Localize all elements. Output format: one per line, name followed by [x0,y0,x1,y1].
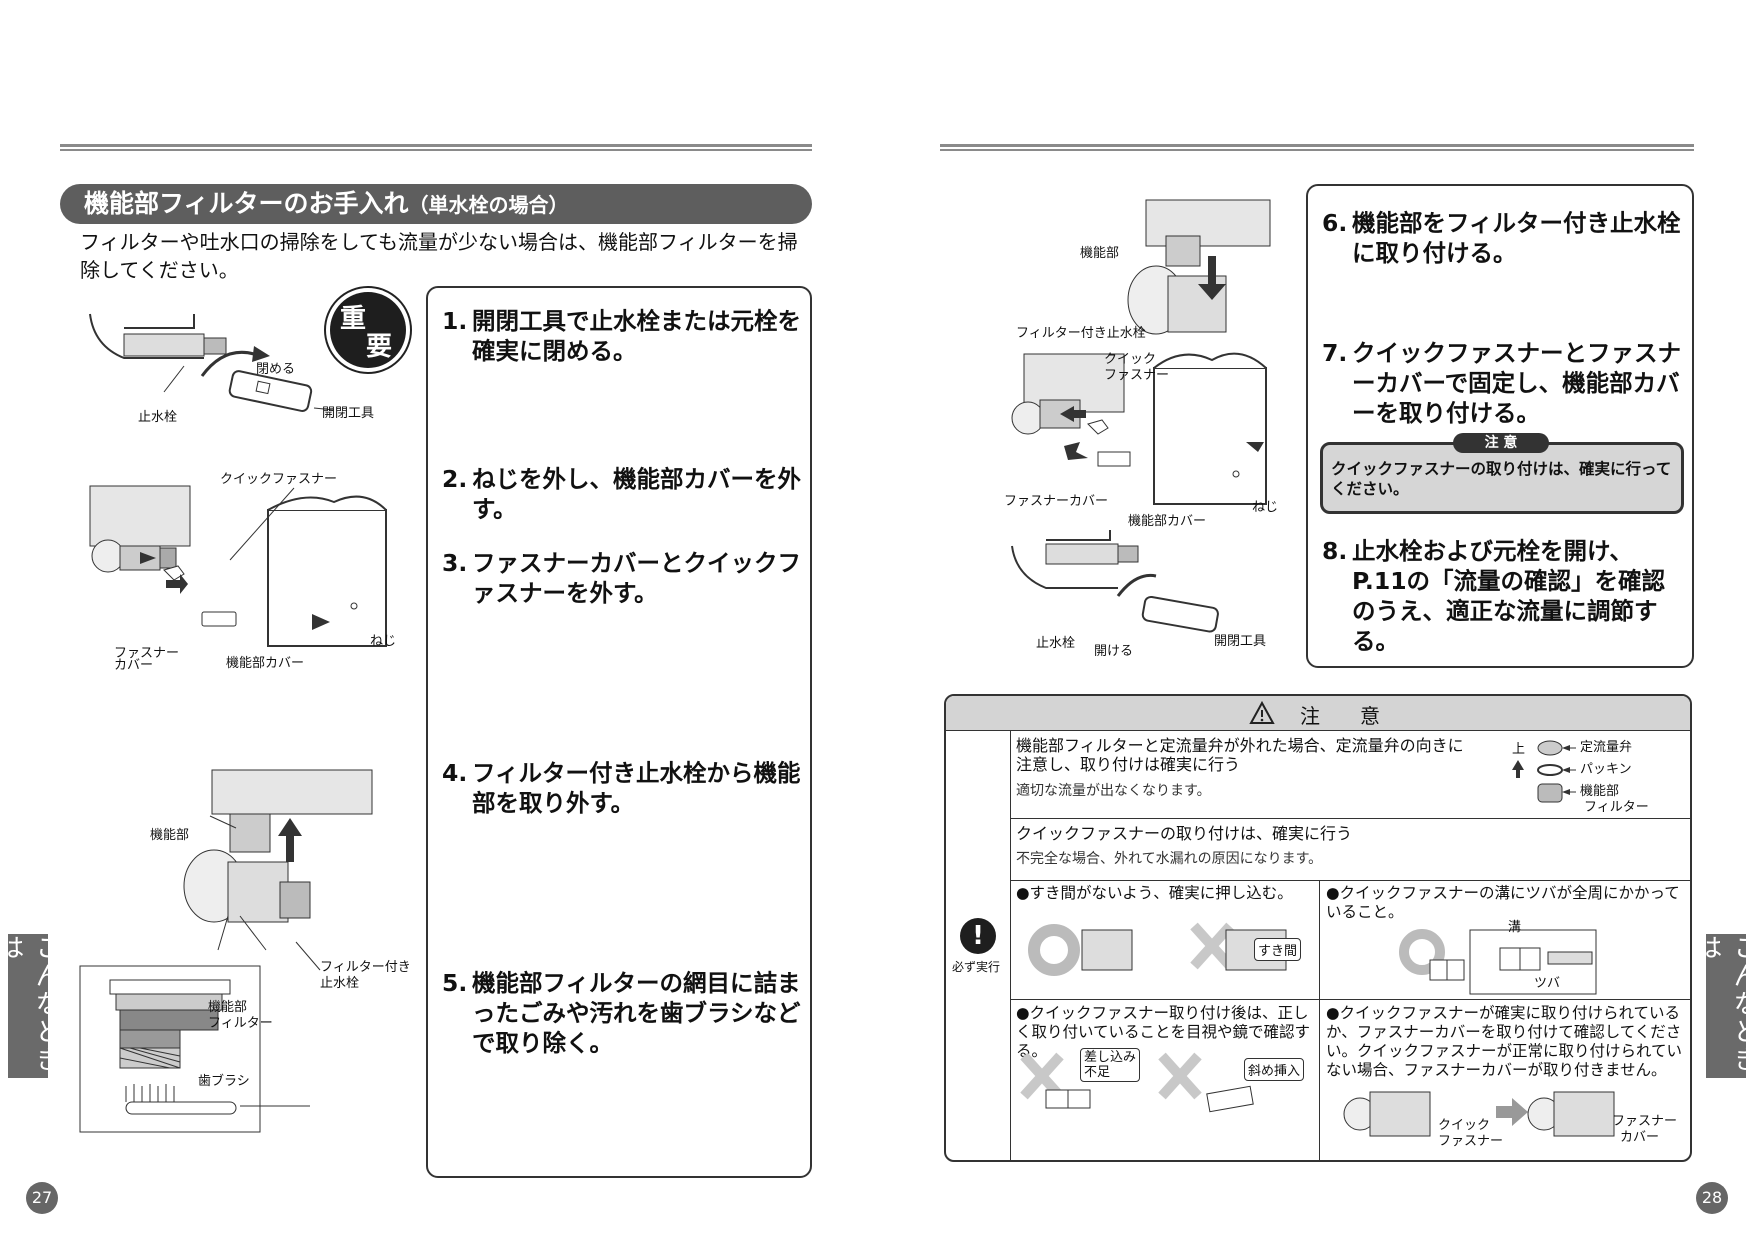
section-heading: 機能部フィルターのお手入れ（単水栓の場合） [60,184,812,224]
label-fastener-cover-2: カバー [114,658,154,673]
r-label-quick-fastener-1: クイック [1104,352,1157,367]
bullet-cell-3: ●クイックファスナー取り付け後は、正しく取り付いていることを目視や鏡で確認する。… [1010,1000,1320,1160]
r-label-tool: 開閉工具 [1214,634,1267,649]
top-rule-left [60,144,812,151]
r-label-filter-valve: フィルター付き止水栓 [1016,326,1146,341]
r-label-unit: 機能部 [1080,246,1120,261]
attach-unit-illustration [1011,199,1271,633]
label-tool: 開閉工具 [322,406,375,421]
insertion-check-illustration [1020,1052,1254,1113]
r-label-open: 開ける [1094,644,1134,659]
remove-unit-illustration [79,769,373,1133]
label-fastener-cover-1: ファスナー [114,646,180,661]
page-number-left: 27 [26,1182,58,1214]
r-label-unit-cover: 機能部カバー [1128,514,1207,529]
must-do-column: ! 必ず実行 [946,730,1011,1160]
r-label-fastener-cover: ファスナーカバー [1004,494,1109,509]
intro-text: フィルターや吐水口の掃除をしても流量が少ない場合は、機能部フィルターを掃除してく… [80,230,798,282]
bullet-cell-1: ●すき間がないよう、確実に押し込む。 すき間 [1010,880,1320,1000]
steps-box-left [426,286,812,1178]
label-insert-short: 差し込み 不足 [1080,1048,1141,1082]
label-stop-valve: 止水栓 [138,410,178,425]
important-badge: 重 要 [324,286,412,374]
note-title: 注 意 [1453,433,1549,453]
side-tab-left[interactable]: こんなときは [0,934,61,1078]
heading-title: 機能部フィルターのお手入れ [84,189,409,218]
r-label-quick-fastener-2: ファスナー [1104,368,1170,383]
step-4: 4.フィルター付き止水栓から機能部を取り外す。 [442,759,801,817]
flow-valve-parts-diagram [1512,740,1576,803]
label-screw: ねじ [370,634,397,649]
warning-icon [1249,700,1275,724]
remove-cover-illustration [89,485,387,647]
groove-flange-illustration [1399,929,1597,995]
label-unit-cover: 機能部カバー [226,656,305,671]
cover-check-illustration [1343,1091,1615,1137]
bullet-cell-2: ●クイックファスナーの溝にツバが全周にかかっていること。 溝 ツバ [1320,880,1690,1000]
caution-header: 注 意 [946,696,1690,731]
step-5: 5.機能部フィルターの網目に詰まったごみや汚れを歯ブラシなどで取り除く。 [442,969,801,1057]
label-unit-filter-2: フィルター [208,1016,273,1031]
page-number-right: 28 [1696,1182,1728,1214]
caution-title: 注 意 [1300,704,1380,728]
step-1: 1.開閉工具で止水栓または元栓を確実に閉める。 [442,307,801,365]
step-3: 3.ファスナーカバーとクイックファスナーを外す。 [442,549,801,607]
step-8: 8.止水栓および元栓を開け、P.11の「流量の確認」を確認のうえ、適正な流量に調… [1322,537,1666,655]
side-tab-right[interactable]: こんなときは [1692,934,1754,1078]
steps-box-right [1306,184,1694,668]
close-valve-illustration [89,313,335,412]
step-2: 2.ねじを外し、機能部カバーを外す。 [442,465,801,523]
label-unit-filter-1: 機能部 [208,1000,248,1015]
label-unit: 機能部 [150,828,190,843]
label-quick-fastener: クイックファスナー [220,472,338,487]
caution-table: 注 意 ! 必ず実行 機能部フィルターと定流量弁が外れた場合、定流量弁の向きに注… [944,694,1692,1162]
r-label-stop-valve: 止水栓 [1036,636,1076,651]
top-rule-right [940,144,1694,151]
caution-row-2: クイックファスナーの取り付けは、確実に行う 不完全な場合、外れて水漏れの原因にな… [1010,818,1690,881]
label-filter-valve-1: フィルター付き [320,960,411,975]
badge-char-2: 要 [366,332,393,362]
step-7: 7.クイックファスナーとファスナーカバーで固定し、機能部カバーを取り付ける。 [1322,339,1681,427]
label-toothbrush: 歯ブラシ [198,1074,250,1089]
label-filter-valve-2: 止水栓 [320,976,360,991]
badge-char-1: 重 [340,304,367,334]
bullet-cell-4: ●クイックファスナーが確実に取り付けられているか、ファスナーカバーを取り付けて確… [1320,1000,1690,1160]
must-do-label: 必ず実行 [952,960,1001,974]
heading-subtitle: （単水栓の場合） [408,193,569,217]
caution-row-1: 機能部フィルターと定流量弁が外れた場合、定流量弁の向きに注意し、取り付けは確実に… [1010,730,1690,819]
note-box: 注 意 クイックファスナーの取り付けは、確実に行ってください。 [1320,433,1684,514]
note-text: クイックファスナーの取り付けは、確実に行ってください。 [1331,460,1672,498]
label-close: 閉める [256,362,296,377]
r-label-screw: ねじ [1252,500,1279,515]
must-do-icon: ! [960,918,996,954]
step-6: 6.機能部をフィルター付き止水栓に取り付ける。 [1322,209,1681,267]
